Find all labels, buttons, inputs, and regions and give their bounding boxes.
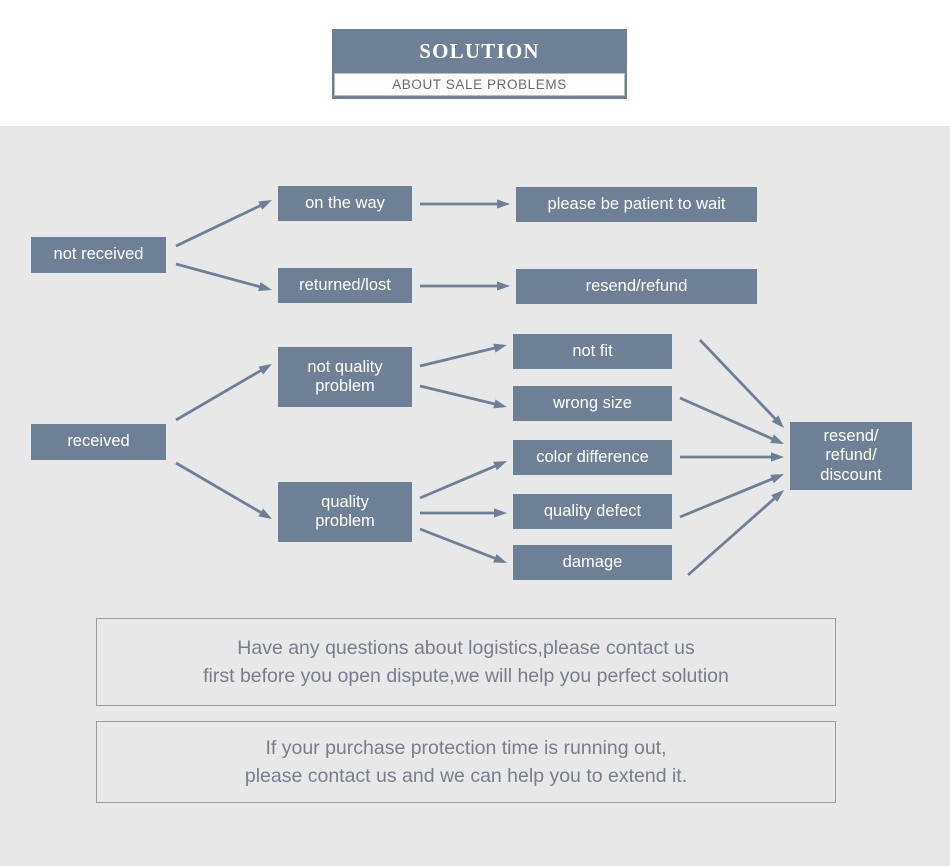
header-band: SOLUTION ABOUT SALE PROBLEMS [332,29,627,99]
flow-node-label: wrong size [553,393,632,412]
note-text: If your purchase protection time is runn… [245,734,687,791]
flow-node-color-difference: color difference [513,440,672,475]
flow-node-label: on the way [305,193,385,212]
flow-node-quality-defect: quality defect [513,494,672,529]
flow-node-label: quality defect [543,501,642,520]
header-subbanner: ABOUT SALE PROBLEMS [334,73,625,96]
flow-node-not-fit: not fit [513,334,672,369]
arrow-wrong-size-to-resend-refund-discount [679,396,784,444]
flow-node-wrong-size: wrong size [513,386,672,421]
arrow-not-quality-problem-to-wrong-size [419,384,507,409]
flow-node-please-wait: please be patient to wait [516,187,757,222]
flow-node-not-received: not received [31,237,166,273]
arrow-quality-defect-to-resend-refund-discount [679,474,784,519]
arrow-color-difference-to-resend-refund-discount [680,452,784,462]
arrow-quality-problem-to-quality-defect [420,508,507,518]
flow-node-resend-refund: resend/refund [516,269,757,304]
page-subtitle: ABOUT SALE PROBLEMS [392,77,567,92]
flow-node-label: please be patient to wait [547,194,726,213]
note-logistics-note: Have any questions about logistics,pleas… [96,618,836,706]
flow-node-label: returned/lost [299,275,391,294]
flow-node-returned-lost: returned/lost [278,268,412,303]
page-title: SOLUTION [419,39,540,63]
flow-node-resend-refund-discount: resend/refund/discount [790,422,912,490]
flowchart-panel: not received on the way returned/lost pleas… [0,126,950,866]
arrow-layer [175,199,784,577]
note-protection-note: If your purchase protection time is runn… [96,721,836,803]
flow-node-label: resend/refund [585,276,688,295]
flow-node-label: not fit [572,341,613,360]
flow-node-damage: damage [513,545,672,580]
note-text: Have any questions about logistics,pleas… [203,634,729,691]
flow-node-on-the-way: on the way [278,186,412,221]
note-line-1: If your purchase protection time is runn… [265,736,667,759]
flow-node-label: not received [53,245,144,264]
arrow-not-fit-to-resend-refund-discount [698,339,784,428]
arrow-not-received-to-returned-lost [175,262,272,292]
flow-node-label: received [67,432,130,451]
arrow-not-quality-problem-to-not-fit [419,343,507,368]
arrow-returned-lost-to-resend-refund [420,281,510,291]
arrow-quality-problem-to-damage [419,527,507,563]
arrow-not-received-to-on-the-way [175,200,272,248]
arrow-damage-to-resend-refund-discount [687,490,784,577]
flow-node-received: received [31,424,166,460]
note-line-2: first before you open dispute,we will he… [203,665,729,687]
arrow-on-the-way-to-please-wait [420,199,510,209]
note-line-1: Have any questions about logistics,pleas… [237,636,695,659]
arrow-received-to-not-quality-problem [175,364,272,422]
flow-node-label: color difference [536,447,649,466]
note-line-2: please contact us and we can help you to… [244,765,688,787]
arrow-received-to-quality-problem [175,461,272,519]
flow-node-label: resend/refund/discount [820,426,882,484]
flow-node-label: damage [562,552,623,571]
arrow-quality-problem-to-color-difference [419,461,507,500]
